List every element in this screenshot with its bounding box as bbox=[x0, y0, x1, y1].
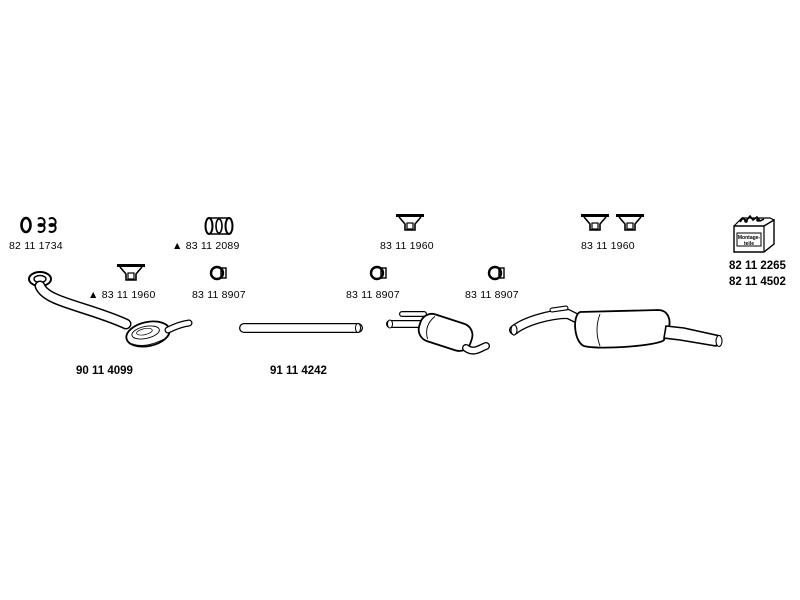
mounting-kit-number-1: 82 11 2265 bbox=[729, 260, 786, 272]
clamp-rings-part-number: 82 11 1734 bbox=[9, 240, 63, 252]
box-label-line1: Montage- bbox=[738, 235, 761, 241]
mounting-kit-number-2: 82 11 4502 bbox=[729, 276, 786, 288]
front-pipe-catalyst-drawing bbox=[26, 266, 196, 356]
warning-icon: ▲ bbox=[172, 240, 183, 252]
clamp-b-part-number: 83 11 8907 bbox=[346, 289, 400, 301]
pipe-clamp-icon bbox=[208, 264, 228, 282]
mounting-kit-box-icon: Montage- teile bbox=[730, 212, 778, 254]
hanger-a-part-number: ▲ 83 11 1960 bbox=[88, 289, 156, 301]
rear-silencer-drawing bbox=[508, 300, 734, 356]
rubber-hanger-pair-icon bbox=[580, 212, 646, 234]
clamp-c-part-number: 83 11 8907 bbox=[465, 289, 519, 301]
clamp-sleeve-icon bbox=[204, 214, 234, 238]
box-label-line2: teile bbox=[744, 241, 754, 247]
pipe-clamp-icon bbox=[368, 264, 388, 282]
rubber-hanger-icon bbox=[395, 212, 425, 234]
centre-silencer-drawing bbox=[384, 306, 494, 366]
clamp-rings-icon bbox=[20, 214, 64, 236]
rubber-hanger-icon bbox=[116, 262, 146, 284]
clamp-a-part-number: 83 11 8907 bbox=[192, 289, 246, 301]
pipe-clamp-icon bbox=[486, 264, 506, 282]
hanger-b-part-number: 83 11 1960 bbox=[380, 240, 434, 252]
middle-pipe-drawing bbox=[239, 320, 364, 336]
warning-icon: ▲ bbox=[88, 289, 99, 301]
front-pipe-part-number: 90 11 4099 bbox=[76, 365, 133, 377]
clamp-sleeve-part-number: ▲ 83 11 2089 bbox=[172, 240, 240, 252]
hanger-c-part-number: 83 11 1960 bbox=[581, 240, 635, 252]
middle-pipe-part-number: 91 11 4242 bbox=[270, 365, 327, 377]
